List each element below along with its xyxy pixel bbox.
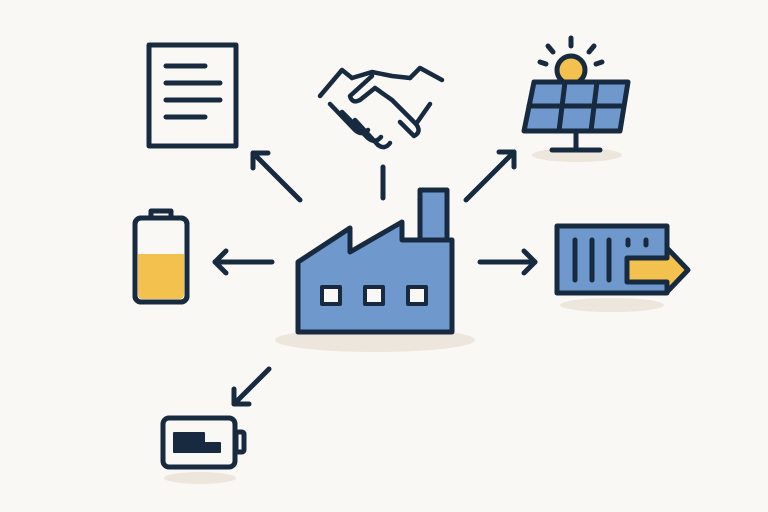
arrow-to-export — [477, 248, 538, 276]
document-icon — [146, 42, 239, 149]
battery-low-icon — [160, 415, 247, 470]
factory-icon — [295, 187, 455, 335]
handshake-icon — [317, 65, 445, 150]
export-container-icon — [554, 223, 691, 296]
battery-shadow — [164, 472, 236, 484]
arrow-to-low-battery — [231, 366, 272, 407]
arrow-to-solar — [463, 149, 517, 203]
container-shadow — [560, 298, 664, 312]
solar-panel-icon — [521, 35, 631, 153]
arrow-to-document — [250, 150, 303, 203]
battery-full-icon — [132, 208, 190, 305]
arrow-to-battery — [212, 248, 275, 276]
